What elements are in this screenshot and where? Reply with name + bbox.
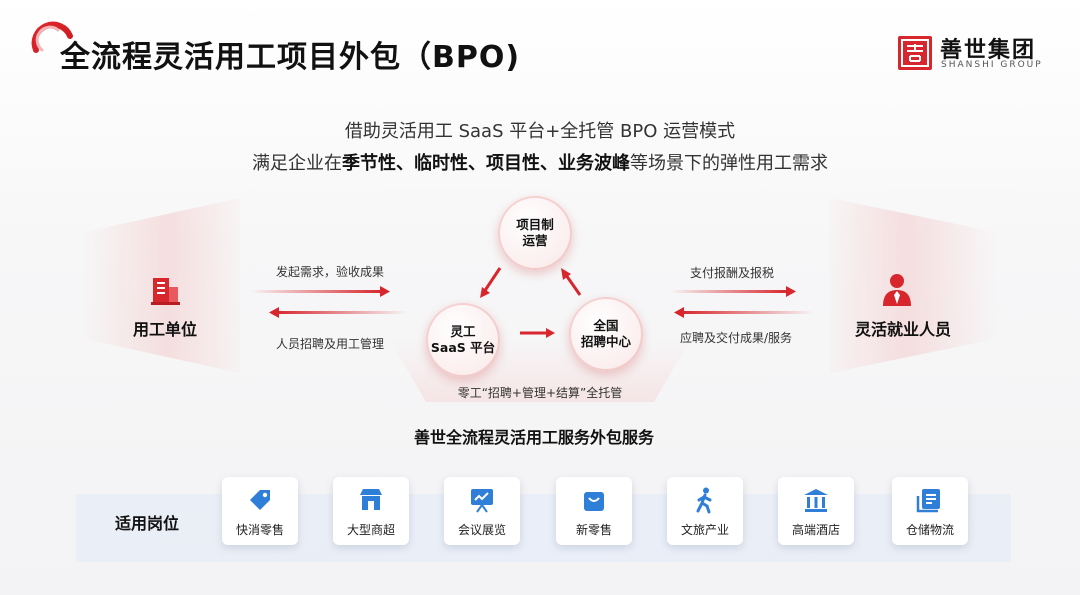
service-title: 善世全流程灵活用工服务外包服务 xyxy=(413,428,654,447)
positions-label: 适用岗位 xyxy=(115,514,180,533)
arrow-pay-right xyxy=(670,286,796,297)
position-card-hotel: 高端酒店 xyxy=(778,477,854,545)
employer-label: 用工单位 xyxy=(133,320,198,339)
node-recruit-center: 全国招聘中心 xyxy=(569,297,643,371)
position-label: 会议展览 xyxy=(457,523,506,537)
subtitle-line-2: 满足企业在季节性、临时性、项目性、业务波峰等场景下的弹性用工需求 xyxy=(0,149,1080,175)
node-saas-line1: 灵工 xyxy=(450,324,476,339)
building-columns-icon xyxy=(804,489,828,512)
node-project-line1: 项目制 xyxy=(516,217,554,232)
subtitle-suffix: 等场景下的弹性用工需求 xyxy=(630,153,828,174)
flow-pay-label: 支付报酬及报税 xyxy=(690,266,775,280)
warehouse-clipboard-icon xyxy=(916,489,940,513)
subtitle-prefix: 满足企业在 xyxy=(252,153,342,174)
subtitle-line-1: 借助灵活用工 SaaS 平台+全托管 BPO 运营模式 xyxy=(344,121,736,142)
node-project-operation: 项目制运营 xyxy=(498,196,572,270)
office-building-icon xyxy=(151,278,180,305)
position-card-new-retail: 新零售 xyxy=(556,477,632,545)
page-title: 全流程灵活用工项目外包（BPO) xyxy=(60,40,521,75)
brand-name-cn: 善世集团 xyxy=(940,38,1037,63)
flow-recruit-manage-label: 人员招聘及用工管理 xyxy=(276,337,385,351)
flow-apply-label: 应聘及交付成果/服务 xyxy=(680,331,793,345)
position-card-tourism: 文旅产业 xyxy=(667,477,743,545)
person-tie-icon xyxy=(883,274,911,306)
node-recruit-line2: 招聘中心 xyxy=(580,334,631,349)
arrow-demand-right xyxy=(250,286,390,297)
worker-panel xyxy=(830,198,1000,373)
node-saas-line2: SaaS 平台 xyxy=(430,340,496,355)
arrow-apply-left xyxy=(674,307,814,318)
storefront-icon xyxy=(360,489,382,510)
position-label: 大型商超 xyxy=(346,523,395,537)
position-card-exhibition: 会议展览 xyxy=(444,477,520,545)
position-label: 仓储物流 xyxy=(905,523,954,537)
node-recruit-line1: 全国 xyxy=(593,318,619,333)
position-label: 高端酒店 xyxy=(791,523,840,537)
brand-name-en: SHANSHI GROUP xyxy=(941,60,1043,70)
position-card-logistics: 仓储物流 xyxy=(892,477,968,545)
walking-person-icon xyxy=(696,487,712,514)
logo-arc-icon xyxy=(31,21,73,53)
managed-caption: 零工“招聘+管理+结算”全托管 xyxy=(457,386,623,400)
position-card-supermarket: 大型商超 xyxy=(333,477,409,545)
position-label: 快消零售 xyxy=(235,523,284,537)
flow-demand-label: 发起需求，验收成果 xyxy=(276,265,385,279)
tag-icon xyxy=(250,490,270,510)
subtitle-emphasis: 季节性、临时性、项目性、业务波峰 xyxy=(342,153,630,174)
position-label: 新零售 xyxy=(575,523,612,537)
presentation-board-icon xyxy=(471,489,493,513)
positions-band xyxy=(76,494,1011,562)
worker-label: 灵活就业人员 xyxy=(855,320,952,339)
brand-logo: 善世集团 SHANSHI GROUP xyxy=(898,34,1058,74)
node-project-line2: 运营 xyxy=(522,233,548,248)
position-label: 文旅产业 xyxy=(680,523,729,537)
brand-seal-icon xyxy=(898,36,932,70)
shopping-bag-icon xyxy=(584,492,604,511)
position-card-fmcg: 快消零售 xyxy=(222,477,298,545)
arrow-recruit-left xyxy=(269,307,408,318)
